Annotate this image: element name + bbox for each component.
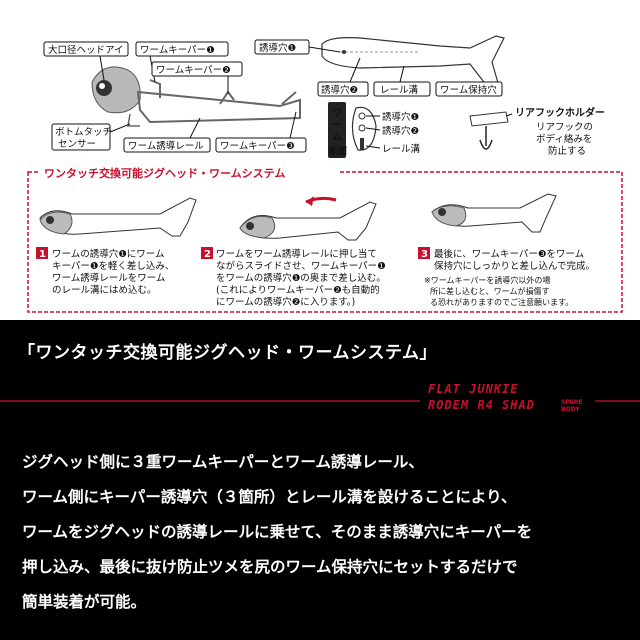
step-number-badge [201,247,213,259]
brand-logo: FLAT JUNKIE RODEM R4 SHAD SPARE BODY [428,382,593,422]
svg-text:ワンタッチ交換可能ジグヘッド・ワームシステム: ワンタッチ交換可能ジグヘッド・ワームシステム [44,166,285,180]
svg-text:レール溝: レール溝 [380,84,419,96]
svg-text:リアフックの: リアフックの [536,122,593,133]
step1-illustration [39,197,197,237]
description-line: 押し込み、最後に抜け防止ツメを尻のワーム保持穴にセットするだけで [22,558,518,576]
description-text: ジグヘッド側に３重ワームキーパーとワーム誘導レール、 ワーム側にキーパー誘導穴（… [22,445,632,620]
label-big-eye: 大口径ヘッドアイ [43,41,129,81]
step3-illustration [431,193,557,233]
svg-text:ム: ム [332,131,342,143]
svg-text:センサー: センサー [58,139,96,150]
label-keeper2: ワームキーパー❷ [151,61,243,94]
step2-illustration [239,196,377,241]
step-number-badge [418,247,430,259]
svg-text:大口径ヘッドアイ: 大口径ヘッドアイ [48,44,124,56]
svg-text:レール溝: レール溝 [382,143,421,155]
svg-text:※ワームキーパーを誘導穴以外の場: ※ワームキーパーを誘導穴以外の場 [424,275,550,285]
svg-text:ながらスライドさせ、ワームキーパー❶: ながらスライドさせ、ワームキーパー❶ [216,260,386,272]
brand-line2: RODEM R4 SHAD [428,398,535,412]
label-guide-hole1: 誘導穴❶ [254,39,341,55]
svg-text:(これによりワームキーパー❷も自動的: (これによりワームキーパー❷も自動的 [216,284,380,296]
svg-text:防止する: 防止する [548,145,586,157]
svg-text:2: 2 [204,249,211,260]
jighead-illustration [91,66,301,127]
label-bottom-touch: ボトムタッチ センサー [51,123,131,151]
svg-text:ボディ絡みを: ボディ絡みを [536,133,592,145]
svg-text:ワームをワーム誘導レールに押し当て: ワームをワーム誘導レールに押し当て [216,248,377,260]
svg-text:保持穴にしっかりと差し込んで完成。: 保持穴にしっかりと差し込んで完成。 [434,260,595,272]
brand-line3: SPARE BODY [561,399,583,413]
step2: 2 ワームをワーム誘導レールに押し当て ながらスライドさせ、ワームキーパー❶ を… [201,247,386,308]
svg-text:ー: ー [332,120,342,131]
page-heading: 「ワンタッチ交換可能ジグヘッド・ワームシステム」 [18,343,437,363]
description-line: 簡単装着が可能。 [22,593,147,611]
svg-text:ワ: ワ [332,107,342,119]
rear-hook-holder: リアフックホルダー リアフックの ボディ絡みを 防止する [469,106,605,157]
svg-text:ワームキーパー❷: ワームキーパー❷ [156,65,231,76]
svg-text:誘導穴❶: 誘導穴❶ [382,111,419,123]
svg-text:リアフックホルダー: リアフックホルダー [515,106,605,119]
brand-line1: FLAT JUNKIE [428,382,519,396]
description-line: ジグヘッド側に３重ワームキーパーとワーム誘導レール、 [22,453,424,471]
system-panel: ワンタッチ交換可能ジグヘッド・ワームシステム [27,165,623,313]
product-diagram: 大口径ヘッドアイ ワームキーパー❶ ワームキーパー❷ ボトムタッチ センサー ワ… [0,0,640,320]
svg-text:断面: 断面 [329,145,347,157]
description-line: ワーム側にキーパー誘導穴（３箇所）とレール溝を設けることにより、 [22,488,517,506]
worm-illustration [321,35,505,91]
svg-text:ワーム保持穴: ワーム保持穴 [440,84,497,96]
step-number-badge [36,247,48,259]
label-guide-rail: ワーム誘導レール [123,117,211,153]
treble-hook-icon [479,126,493,150]
divider [0,400,420,402]
svg-text:る恐れがありますのでご注意願います。: る恐れがありますのでご注意願います。 [430,297,573,307]
label-rail-groove: レール溝 [373,65,431,97]
svg-text:誘導穴❶: 誘導穴❶ [259,42,296,54]
svg-text:ワームの誘導穴❶にワーム: ワームの誘導穴❶にワーム [52,248,164,260]
svg-text:所に差し込むと、ワームが損傷す: 所に差し込むと、ワームが損傷す [430,286,549,296]
svg-text:誘導穴❷: 誘導穴❷ [321,84,358,96]
svg-text:1: 1 [39,249,46,260]
description-line: ワームをジグヘッドの誘導レールに乗せて、そのまま誘導穴にキーパーを [22,523,533,541]
svg-text:にワームの誘導穴❷に入ります。): にワームの誘導穴❷に入ります。) [216,296,355,308]
label-keeper1: ワームキーパー❶ [135,41,229,83]
svg-text:ワーム誘導レール: ワーム誘導レール [128,140,204,152]
step1: 1 ワームの誘導穴❶にワーム キーパー❶を軽く差し込み、 ワーム誘導レールをワー… [36,247,174,296]
svg-text:誘導穴❷: 誘導穴❷ [382,125,419,137]
svg-text:3: 3 [421,249,428,260]
label-keeper3: ワームキーパー❸ [215,111,307,153]
svg-text:最後に、ワームキーパー❸をワーム: 最後に、ワームキーパー❸をワーム [434,248,584,260]
worm-section: ワ ー ム 断面 誘導穴❶ 誘導穴❷ レール溝 [328,102,421,158]
svg-text:ワームキーパー❸: ワームキーパー❸ [220,141,295,152]
svg-text:ワーム誘導レールをワーム: ワーム誘導レールをワーム [52,272,165,284]
svg-text:ボトムタッチ: ボトムタッチ [55,127,112,138]
divider-right [595,400,640,402]
label-guide-hole2: 誘導穴❷ [317,57,369,97]
label-worm-hold-hole: ワーム保持穴 [435,81,503,97]
svg-text:ワームキーパー❶: ワームキーパー❶ [140,45,215,56]
svg-text:のレール溝にはめ込む。: のレール溝にはめ込む。 [52,284,157,296]
svg-text:キーパー❶を軽く差し込み、: キーパー❶を軽く差し込み、 [52,260,174,272]
svg-text:をワームの誘導穴❶の奥まで差し込む。: をワームの誘導穴❶の奥まで差し込む。 [216,272,386,284]
step3: 3 最後に、ワームキーパー❸をワーム 保持穴にしっかりと差し込んで完成。 ※ワー… [418,247,595,307]
